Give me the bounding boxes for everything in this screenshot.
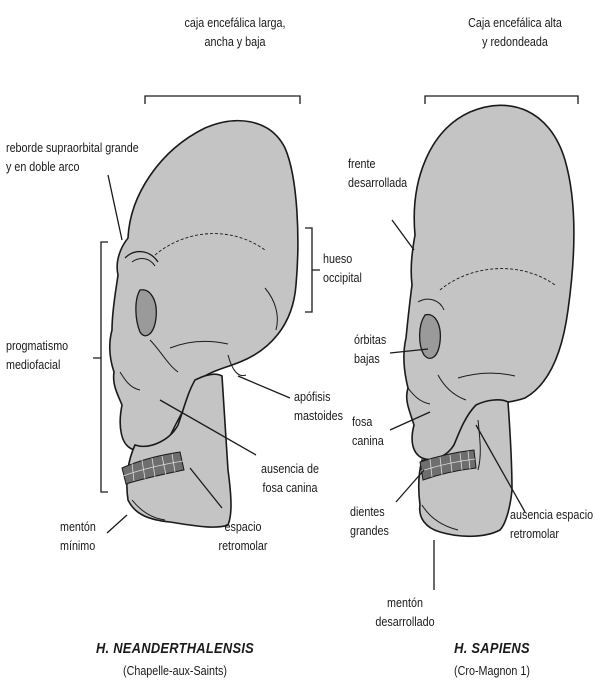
label-developed-chin: mentón desarrollado — [358, 594, 453, 632]
label-prognathism: progmatismo mediofacial — [6, 337, 92, 375]
label-sapiens-cranium: Caja encefálica alta y redondeada — [451, 14, 580, 52]
title-neanderthalensis: H. NEANDERTHALENSIS — [80, 640, 269, 657]
label-occipital: hueso occipital — [323, 250, 392, 288]
label-large-teeth: dientes grandes — [350, 503, 419, 541]
occipital-bracket — [305, 228, 320, 312]
label-low-orbits: órbitas bajas — [354, 331, 423, 369]
subtitle-chapelle-aux-saints: (Chapelle-aux-Saints) — [80, 664, 269, 678]
neanderthal-orbit — [136, 290, 156, 336]
brow-leader — [108, 175, 122, 240]
label-canine-fossa: fosa canina — [352, 413, 404, 451]
label-minimal-chin: mentón mínimo — [60, 518, 129, 556]
label-retromolar-space: espacio retromolar — [204, 518, 281, 556]
sapiens-cranium-bracket — [425, 96, 578, 104]
neanderthal-cranium-bracket — [145, 96, 300, 104]
label-forehead: frente desarrollada — [348, 155, 434, 193]
title-sapiens: H. SAPIENS — [397, 640, 586, 657]
subtitle-cro-magnon: (Cro-Magnon 1) — [397, 664, 586, 678]
label-no-canine-fossa: ausencia de fosa canina — [247, 460, 333, 498]
label-brow-ridge: reborde supraorbital grande y en doble a… — [6, 139, 178, 177]
forehead-leader — [392, 220, 414, 250]
label-no-retromolar-space: ausencia espacio retromolar — [510, 506, 604, 544]
prognathism-bracket — [93, 242, 108, 492]
label-neanderthal-cranium: caja encefálica larga, ancha y baja — [171, 14, 300, 52]
mastoid-leader — [238, 376, 290, 398]
